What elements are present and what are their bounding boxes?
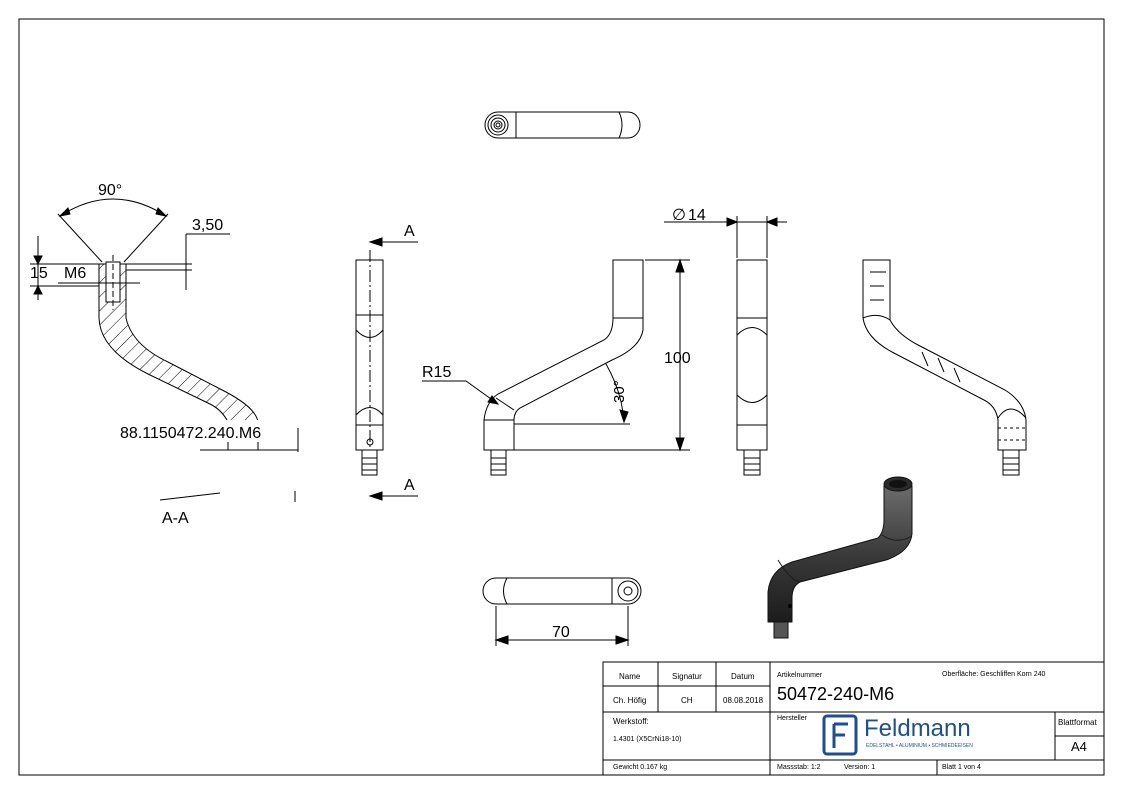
article-number-label: Artikelnummer <box>777 672 823 679</box>
section-mark-bottom: A <box>404 477 415 494</box>
scale-info: Massstab: 1:2 <box>777 764 821 771</box>
article-number: 50472-240-M6 <box>777 684 895 704</box>
manufacturer-label: Hersteller <box>777 715 807 722</box>
top-view <box>484 111 641 139</box>
radius-label: R15 <box>422 364 451 381</box>
material-value: 1.4301 (X5CrNi18-10) <box>613 736 682 743</box>
iso-3d-render <box>767 476 913 639</box>
angle-30-label: 30° <box>611 380 628 403</box>
title-value-name: Ch. Höfig <box>613 696 647 705</box>
weight-info: Gewicht 0.167 kg <box>613 764 668 771</box>
section-depth-label: 15 <box>30 265 48 282</box>
side-view <box>355 237 418 501</box>
feldmann-logo-icon <box>822 714 858 756</box>
material-label: Werkstoff: <box>613 717 649 726</box>
section-thread-label: M6 <box>64 265 86 282</box>
title-header-date: Datum <box>731 672 755 681</box>
section-angle-label: 90° <box>98 182 122 199</box>
logo-tagline: EDELSTAHL • ALUMINIUM • SCHMIEDEEISEN <box>866 743 973 749</box>
height-label: 100 <box>664 350 691 367</box>
section-view <box>30 198 299 502</box>
diameter-symbol: ∅ <box>672 207 686 224</box>
section-chamfer-label: 3,50 <box>192 217 223 234</box>
title-header-name: Name <box>619 672 641 681</box>
title-block-frame <box>602 661 1105 776</box>
length-label: 70 <box>552 624 570 641</box>
part-code-backdrop <box>116 420 296 442</box>
logo-wordmark: Feldmann <box>864 715 971 742</box>
title-header-signature: Signatur <box>672 672 702 681</box>
title-value-date: 08.08.2018 <box>723 696 764 705</box>
section-title: A-A <box>162 510 189 527</box>
section-hatched-body <box>98 263 259 423</box>
title-value-signature: CH <box>681 696 693 705</box>
bottom-view <box>482 577 642 646</box>
iso-wire-view <box>862 259 1027 476</box>
front-view <box>422 216 787 476</box>
sheet-format-label: Blattformat <box>1058 718 1097 727</box>
section-mark-top: A <box>404 223 415 240</box>
version-info: Version: 1 <box>844 764 876 771</box>
sheet-of-info: Blatt 1 von 4 <box>942 764 981 771</box>
part-code-label: 88.1150472.240.M6 <box>120 425 261 442</box>
diameter-label: 14 <box>688 207 706 224</box>
right-side-view <box>736 259 768 476</box>
drawing-frame <box>18 18 1105 776</box>
surface-finish: Oberfläche: Geschliffen Korn 240 <box>942 671 1046 678</box>
sheet-format-value: A4 <box>1071 739 1087 754</box>
